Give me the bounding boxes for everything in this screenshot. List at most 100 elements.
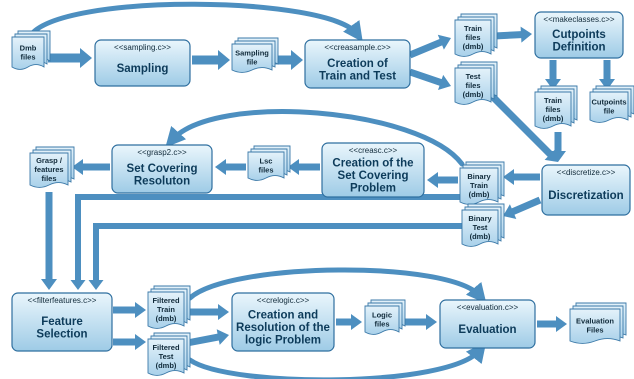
process-title-line: Problem [350,183,396,195]
arrow-makeclasses-to-cutpoints [599,60,615,90]
curve-filteredtest-to-evaluation [187,342,487,379]
doc-label-line: files [20,53,35,62]
arrow-filteredtest-to-crelogic [186,329,229,347]
process-tag: <<makeclasses.c>> [543,15,614,24]
doc-label-line: Train [157,305,175,314]
arrow-filter-to-filteredtrain [113,302,146,318]
curve-dmb-to-creasample [27,1,363,43]
doc-label-line: Binary [467,172,491,181]
doc-label-line: Filtered [152,343,180,352]
process-title-line: Set Covering [127,163,198,175]
doc-label-line: Filtered [152,296,180,305]
doc-label-line: Cutpoints [592,98,627,107]
process-tag: <<grasp2.c>> [137,148,187,157]
arrow-samplingfile-to-creasample [275,50,303,70]
doc-label-line: Files [586,326,603,335]
process-title-line: Cutpoints [552,29,606,41]
process-title-line: Evaluation [458,324,516,336]
process-title-line: logic Problem [245,335,321,347]
process-title-line: Creation of [327,58,388,70]
process-tag: <<creasc.c>> [349,146,398,155]
arrow-lsc-to-grasp2 [215,159,246,175]
process-title-line: Creation and [248,310,318,322]
arrow-logicfiles-to-evaluation [402,314,437,330]
process-discretize: <<discretize.c>> Discretization [541,164,631,216]
arrow-creasample-to-test [408,68,451,90]
flow-curves [27,1,487,379]
doc-label-line: Dmb [20,44,37,53]
process-title-line: Resoluton [134,175,190,187]
process-tag: <<creasample.c>> [324,43,391,52]
arrow-binarytrain-to-filterfeatures [70,194,462,290]
arrow-binarytest-to-filterfeatures [88,223,462,290]
doc-label-line: (dmb) [470,232,491,241]
process-tag: <<filterfeatures.c>> [28,296,97,305]
doc-label-line: files [465,81,480,90]
arrow-makeclasses-to-train2 [545,60,561,90]
arrow-creasample-to-train [408,34,451,59]
arrow-grasp2-to-graspfiles [72,159,110,175]
doc-label-line: Train [464,24,482,33]
process-title-line: Sampling [117,63,169,75]
arrow-dmb-to-sampling [48,48,92,68]
doc-label-line: Lsc [260,157,273,166]
doc-label-line: Logic [372,311,392,320]
doc-label-line: Train [544,96,562,105]
curve-filteredtrain-to-evaluation [187,267,487,304]
arrow-creasc-to-lsc [288,159,320,175]
doc-label-line: file [247,58,258,67]
process-title-line: Creation of the [332,158,413,170]
doc-label-line: (dmb) [463,90,484,99]
process-tag: <<crelogic.c>> [257,296,310,305]
process-title-line: Train and Test [319,70,396,82]
doc-label-line: files [545,105,560,114]
arrow-evaluation-to-evalfiles [537,316,567,332]
process-sampling: <<sampling.c>>Sampling [94,39,191,87]
doc-label-line: (dmb) [543,114,564,123]
arrow-train-to-makeclasses [493,26,532,43]
doc-label-line: files [41,174,56,183]
process-tag: <<discretize.c>> [557,168,616,177]
arrow-discretize-to-binarytest [503,196,542,219]
doc-label-line: (dmb) [463,42,484,51]
process-title-line: Discretization [548,190,623,202]
doc-label-line: Sampling [235,49,269,58]
processes-layer: <<sampling.c>>Sampling <<creasample.c>> Cr… [11,11,631,352]
process-title-line: Selection [36,328,87,340]
process-title-line: Set Covering [338,170,409,182]
doc-label-line: files [258,166,273,175]
flow-arrows [41,26,615,350]
doc-label-line: Test [159,352,174,361]
process-tag: <<evaluation.c>> [457,303,519,312]
doc-label-line: (dmb) [156,314,177,323]
arrow-train2-to-discretize [550,132,566,162]
doc-label-line: files [374,320,389,329]
doc-label-line: features [34,165,63,174]
arrow-graspfiles-to-filterfeatures [41,192,57,290]
arrow-test-to-discretize [489,93,558,162]
process-evaluation: <<evaluation.c>> Evaluation [439,299,536,349]
arrow-sampling-to-samplingfile [192,50,230,70]
process-title-line: Feature [41,316,83,328]
doc-label-line: Binary [468,214,492,223]
doc-label-line: Test [473,223,488,232]
process-title-line: Definition [552,41,605,53]
